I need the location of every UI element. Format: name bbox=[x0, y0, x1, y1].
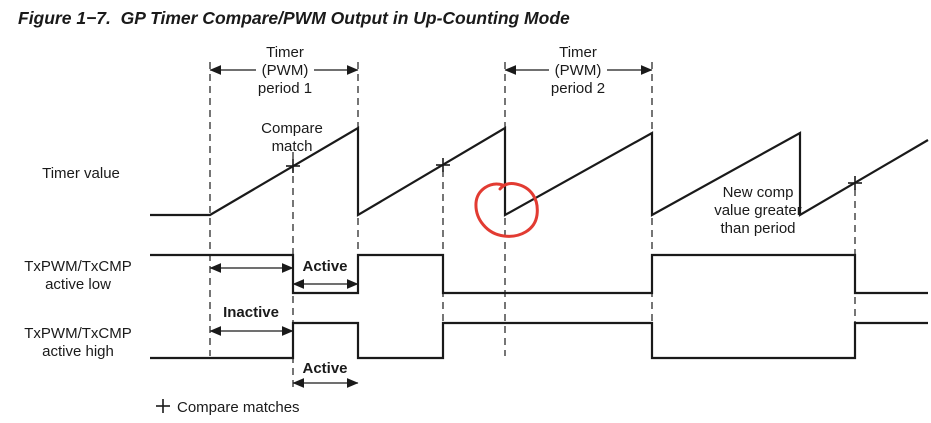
annotation-inactive-high-span: Inactive bbox=[223, 304, 279, 321]
span-arrows bbox=[209, 65, 653, 388]
annotation-compare-match-line1: Compare bbox=[261, 120, 323, 137]
red-annotation-circle bbox=[474, 181, 539, 238]
compare-match-markers bbox=[286, 158, 862, 190]
annotation-period2-line1: Timer bbox=[559, 44, 597, 61]
annotation-period1-line2: (PWM) bbox=[262, 62, 309, 79]
annotation-new-comp-line1: New comp bbox=[723, 184, 794, 201]
annotation-active-low-span: Active bbox=[302, 258, 347, 275]
annotation-compare-match-line2: match bbox=[272, 138, 313, 155]
annotation-period2-line2: (PWM) bbox=[555, 62, 602, 79]
label-pwm-active-low-line2: active low bbox=[45, 276, 111, 293]
legend-marker bbox=[156, 399, 170, 413]
timer-value-waveform bbox=[150, 126, 929, 217]
annotation-new-comp-line2: value greater bbox=[714, 202, 802, 219]
label-timer-value: Timer value bbox=[42, 165, 120, 182]
annotation-period1-line1: Timer bbox=[266, 44, 304, 61]
annotation-period1-line3: period 1 bbox=[258, 80, 312, 97]
label-pwm-active-high-line2: active high bbox=[42, 343, 114, 360]
label-pwm-active-low-line1: TxPWM/TxCMP bbox=[24, 258, 131, 275]
legend-label: Compare matches bbox=[177, 399, 300, 416]
annotation-period2-line3: period 2 bbox=[551, 80, 605, 97]
label-pwm-active-high-line1: TxPWM/TxCMP bbox=[24, 325, 131, 342]
pwm-active-high-waveform bbox=[150, 321, 928, 360]
figure-title: Figure 1−7. GP Timer Compare/PWM Output … bbox=[18, 8, 570, 28]
annotation-new-comp-line3: than period bbox=[720, 220, 795, 237]
annotation-active-high-span: Active bbox=[302, 360, 347, 377]
pwm-active-low-waveform bbox=[150, 253, 928, 295]
